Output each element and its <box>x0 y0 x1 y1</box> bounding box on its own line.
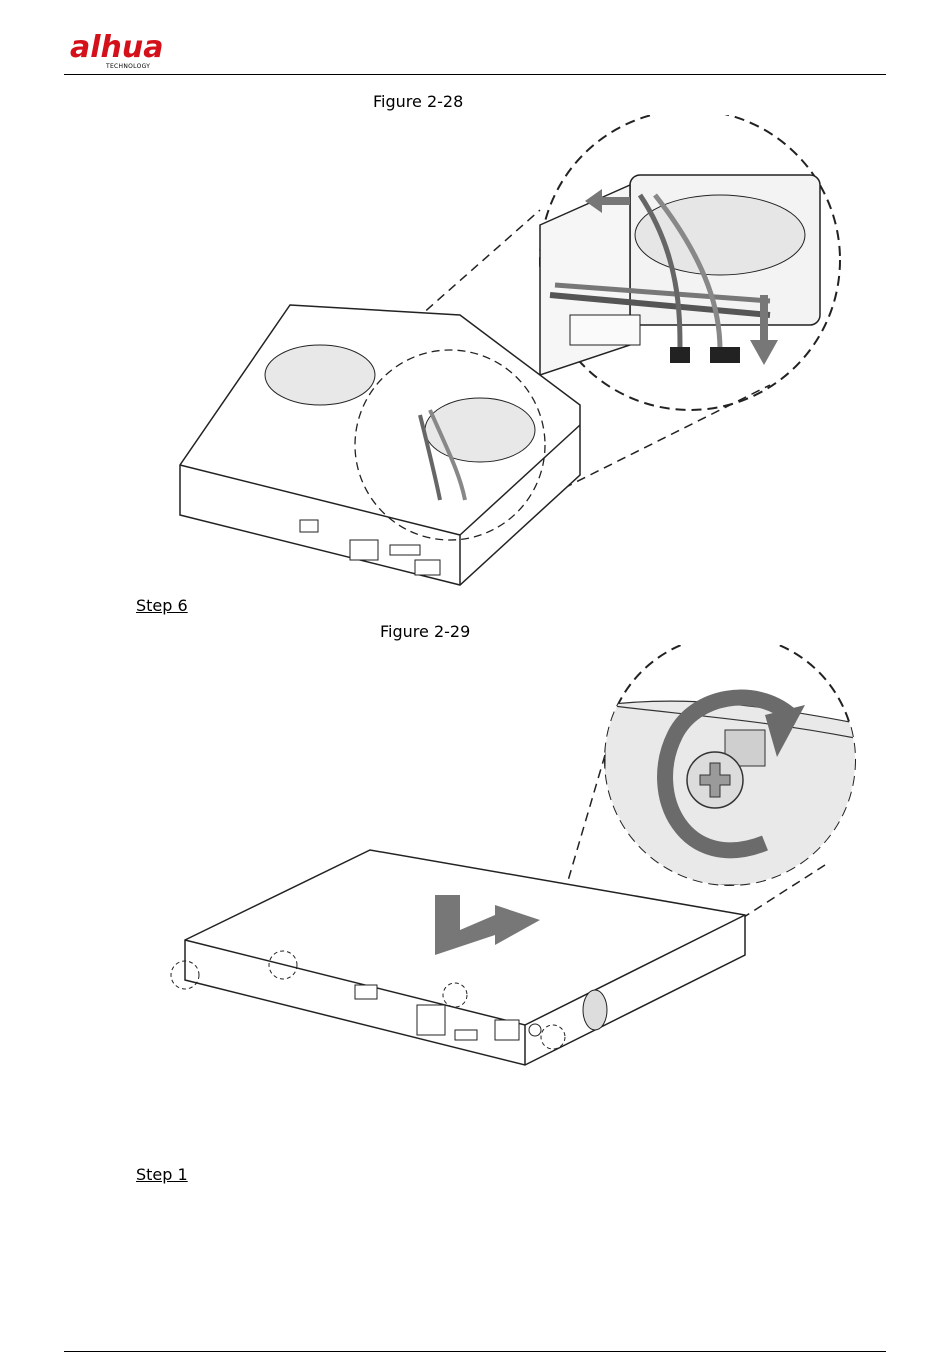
footer-rule <box>64 1351 886 1352</box>
nvr-chassis-open <box>180 305 580 585</box>
figure-2-28-hdd-install <box>160 115 860 595</box>
figure-caption-2-29: Figure 2-29 <box>380 622 470 641</box>
zoom-circle <box>540 115 840 410</box>
nvr-chassis-closed <box>171 850 745 1065</box>
brand-logo: alhua TECHNOLOGY <box>70 30 190 72</box>
header-rule <box>64 74 886 75</box>
step-label-1: Step 1 <box>136 1165 188 1184</box>
step-label-6: Step 6 <box>136 596 188 615</box>
brand-logo-text: alhua <box>70 30 164 66</box>
brand-logo-subtext: TECHNOLOGY <box>106 63 150 70</box>
zoom-circle-screw <box>605 645 865 885</box>
figure-caption-2-28: Figure 2-28 <box>373 92 463 111</box>
figure-2-29-cover-screws <box>165 645 865 1075</box>
